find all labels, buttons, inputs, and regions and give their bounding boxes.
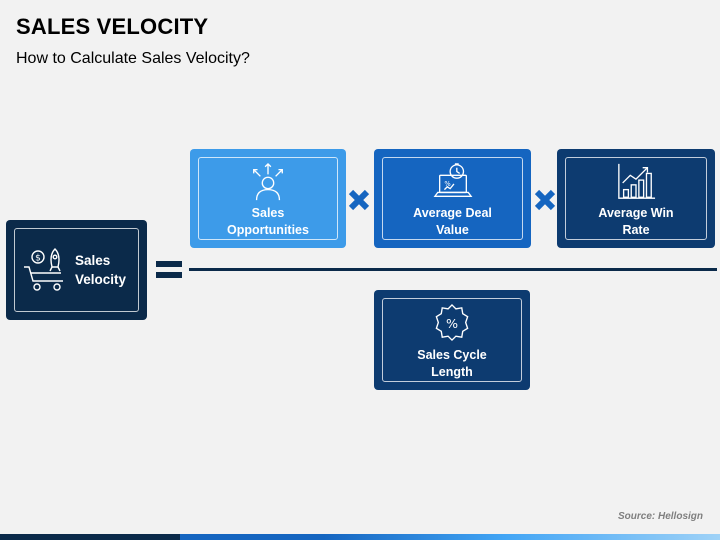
average-deal-value-label-1: Average Deal (413, 206, 492, 220)
slide-title: SALES VELOCITY (16, 14, 209, 39)
svg-text:%: % (446, 316, 458, 331)
multiply-icon (534, 189, 556, 211)
average-deal-value-inner: % Average Deal Value (382, 157, 523, 240)
average-win-rate-box: Average Win Rate (557, 149, 715, 248)
footer-color-bar (0, 534, 720, 540)
average-win-rate-label-1: Average Win (598, 206, 674, 220)
average-win-rate-inner: Average Win Rate (565, 157, 707, 240)
average-win-rate-label-2: Rate (622, 223, 650, 237)
sales-opportunities-label-1: Sales (251, 206, 285, 220)
average-deal-value-label-2: Value (436, 223, 469, 237)
sales-cycle-length-box: % Sales Cycle Length (374, 290, 530, 390)
growth-chart-icon (618, 163, 656, 199)
sales-cycle-length-inner: % Sales Cycle Length (382, 298, 522, 382)
sales-opportunities-label-2: Opportunities (227, 223, 309, 237)
percent-badge-icon: % (435, 303, 469, 342)
sales-opportunities-box: Sales Opportunities (190, 149, 346, 248)
svg-text:%: % (444, 180, 450, 188)
sales-velocity-label-1: Sales (75, 253, 111, 268)
sales-velocity-label-2: Velocity (75, 272, 127, 287)
equals-icon (156, 261, 182, 278)
average-deal-value-box: % Average Deal Value (374, 149, 531, 248)
sales-opportunities-inner: Sales Opportunities (198, 157, 338, 240)
svg-text:$: $ (35, 254, 41, 264)
money-cart-rocket-icon: $ (24, 248, 63, 291)
source-citation: Source: Hellosign (617, 511, 703, 522)
sales-cycle-length-label-1: Sales Cycle (417, 348, 487, 362)
sales-velocity-inner: $ Sales Velocity (14, 228, 139, 312)
slide-subtitle: How to Calculate Sales Velocity? (16, 50, 250, 67)
fraction-divider (189, 268, 717, 271)
laptop-stopwatch-icon: % (433, 163, 472, 197)
multiply-icon (348, 189, 370, 211)
person-arrows-icon (253, 162, 283, 201)
sales-cycle-length-label-2: Length (431, 365, 473, 379)
sales-velocity-box: $ Sales Velocity (6, 220, 147, 320)
